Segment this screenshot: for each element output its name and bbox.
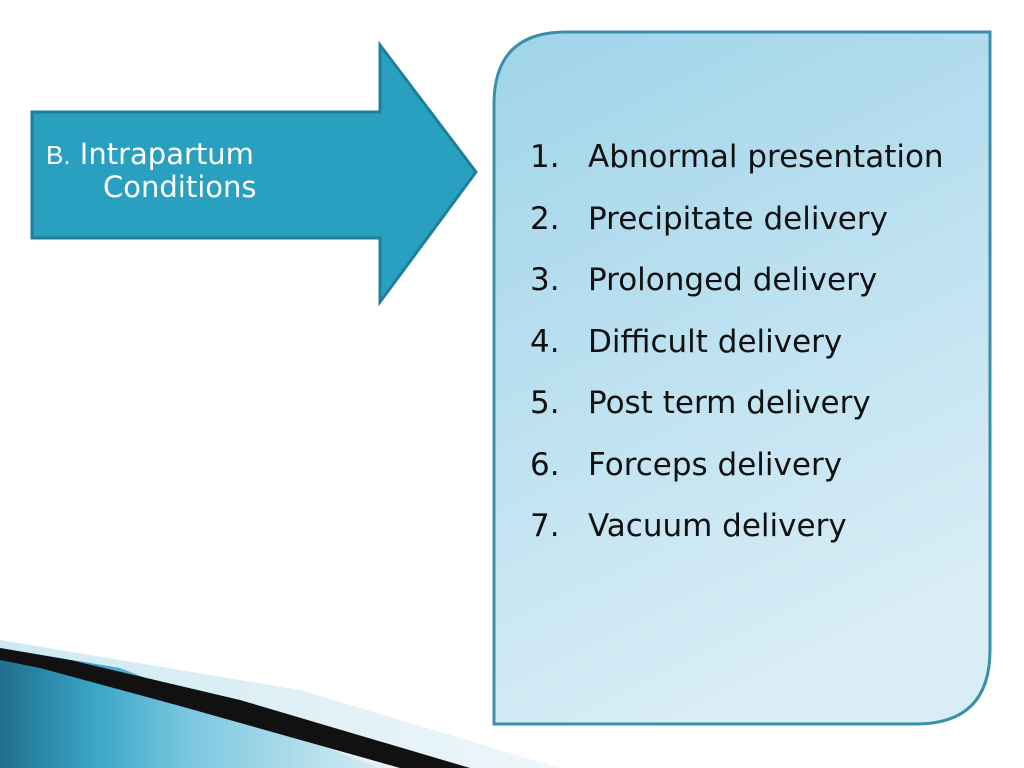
arrow-shape (30, 40, 478, 307)
section-prefix: B. (46, 140, 71, 170)
section-title-line2: Conditions (103, 170, 257, 204)
list-item-text: Precipitate delivery (588, 200, 888, 237)
swoosh-dark-stripe (0, 648, 470, 768)
list-item: 2. Precipitate delivery (530, 194, 944, 256)
list-item-number: 1. (530, 139, 560, 175)
list-item-text: Prolonged delivery (588, 262, 878, 298)
list-item-text: Forceps delivery (588, 446, 843, 483)
list-item: 7. Vacuum delivery (530, 501, 944, 563)
list-item-number: 7. (530, 508, 560, 544)
list-item: 3. Prolonged delivery (530, 255, 944, 317)
list-item-number: 2. (530, 200, 560, 237)
list-item-number: 5. (530, 385, 560, 421)
conditions-list: 1. Abnormal presentation 2. Precipitate de… (530, 132, 944, 563)
list-item-text: Abnormal presentation (588, 139, 944, 175)
arrow-label: B. Intrapartum Conditions (46, 138, 376, 203)
list-item-number: 6. (530, 446, 560, 483)
list-item-text: Post term delivery (588, 385, 871, 421)
list-panel-shape (492, 30, 992, 726)
list-item-text: Difficult delivery (588, 323, 843, 360)
list-item-number: 4. (530, 323, 560, 360)
section-title-line1: Intrapartum (79, 137, 254, 171)
list-item: 1. Abnormal presentation (530, 132, 944, 194)
list-item: 6. Forceps delivery (530, 440, 944, 502)
list-item-text: Vacuum delivery (588, 508, 847, 544)
list-item-number: 3. (530, 262, 560, 298)
list-item: 4. Difficult delivery (530, 317, 944, 379)
list-item: 5. Post term delivery (530, 378, 944, 440)
